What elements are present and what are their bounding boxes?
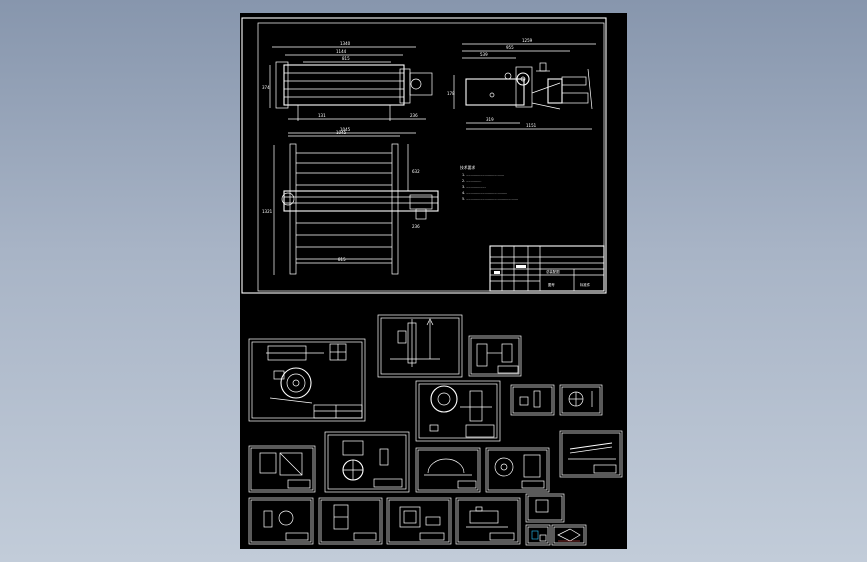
sub-drawing-cylinder[interactable] [415,447,481,493]
sub-drawing-housing-2[interactable] [318,497,383,545]
dim-top-1045: 1045 [340,127,351,132]
dim-side-539: 539 [480,52,488,57]
sub-drawing-cover[interactable] [551,524,587,546]
top-view: 1340 1144 815 374 131 236 1045 [262,41,433,134]
title-block-name: 总装配图 [546,269,560,274]
sub-drawing-shaft[interactable] [377,314,463,378]
sub-drawing-pin[interactable] [510,384,555,416]
sub-drawing-block[interactable] [386,497,452,545]
sub-drawing-sleeve[interactable] [248,497,314,545]
sub-drawing-disc[interactable] [559,384,603,416]
sub-drawing-gear-housing[interactable] [248,338,366,422]
sub-drawing-base[interactable] [455,497,521,545]
dim-side-319: 319 [486,117,494,122]
sub-drawing-wheel[interactable] [324,431,410,493]
sub-drawing-clip[interactable] [525,493,565,523]
dim-front-815: 815 [338,257,346,262]
dim-front-236: 236 [412,224,420,229]
dim-front-632: 632 [412,169,420,174]
note-2: 2. .............. [462,179,481,183]
dim-top-1144: 1144 [336,49,347,54]
dim-front-1321: 1321 [262,209,273,214]
sub-drawing-plate[interactable] [248,445,316,493]
dim-top-131: 131 [318,113,326,118]
technical-notes: 技术要求 1. ................................… [460,165,518,201]
dim-top-overall: 1340 [340,41,351,46]
sub-drawing-washer[interactable] [525,524,551,546]
sub-drawing-gear[interactable] [415,380,501,442]
dim-top-height: 374 [262,85,270,90]
note-1: 1. ................................... [462,173,504,177]
sub-drawing-rod[interactable] [559,430,623,478]
title-block: 总装配图 图号 标准件 [489,245,605,292]
side-view: 1259 955 539 178 319 1151 [447,38,596,130]
dim-front-1045: 1045 [336,130,347,135]
sub-drawing-bracket[interactable] [468,335,522,377]
cad-model-space[interactable]: 1340 1144 815 374 131 236 1045 [240,13,627,549]
note-4: 4. .....................................… [462,191,507,195]
sub-drawing-flange[interactable] [485,447,550,493]
notes-title: 技术要求 [460,165,475,170]
note-3: 3. .................. [462,185,486,189]
main-assembly-sheet[interactable]: 1340 1144 815 374 131 236 1045 [241,17,607,294]
note-5: 5. .....................................… [462,197,518,201]
dim-side-1151: 1151 [526,123,537,128]
dim-top-815: 815 [342,56,350,61]
title-block-company: 标准件 [580,282,591,287]
title-block-sheet: 图号 [548,282,555,287]
dim-side-955: 955 [506,45,514,50]
dim-side-overall: 1259 [522,38,533,43]
front-view: 1045 1321 632 236 815 [262,130,439,275]
dim-side-178: 178 [447,91,455,96]
dim-top-236: 236 [410,113,418,118]
